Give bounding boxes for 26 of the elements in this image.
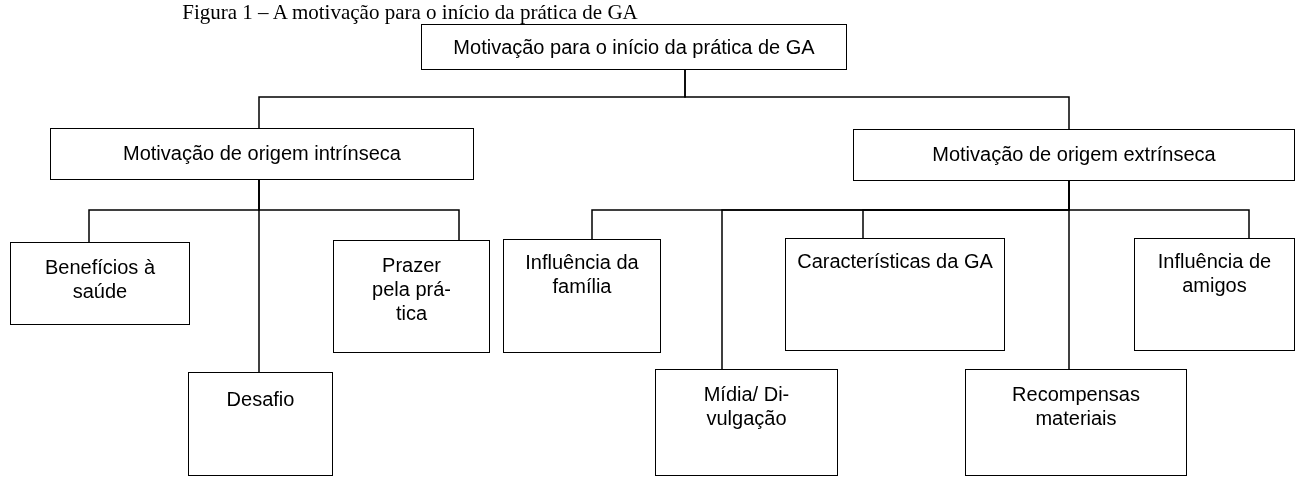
- category-label: Motivação para o início da prática de GA: [452, 35, 816, 59]
- category-label: Mídia/ Di- vulgação: [702, 382, 791, 430]
- category-box: [188, 372, 333, 476]
- figure-title: Figura 1 – A motivação para o início da prática de GA: [181, 0, 639, 24]
- category-label: Benefícios à saúde: [43, 255, 157, 303]
- category-label: Recompensas materiais: [1011, 382, 1141, 430]
- category-label: Desafio: [225, 387, 296, 411]
- category-box: [853, 129, 1295, 181]
- category-box: [333, 240, 490, 353]
- category-box: [50, 128, 474, 180]
- category-box: [10, 242, 190, 325]
- connector-line: [684, 69, 1070, 130]
- category-box: [421, 24, 847, 70]
- category-box: [503, 239, 661, 353]
- category-label: Influência de amigos: [1156, 249, 1273, 297]
- category-box: [1134, 238, 1295, 351]
- connector-line: [258, 179, 460, 241]
- category-box: [785, 238, 1005, 351]
- category-label: Prazer pela prá- tica: [371, 253, 452, 325]
- category-label: Características da GA: [796, 249, 994, 273]
- connector-line: [1068, 180, 1250, 239]
- category-label: Motivação de origem extrínseca: [931, 142, 1217, 166]
- category-box: [655, 369, 838, 476]
- category-label: Motivação de origem intrínseca: [122, 141, 402, 165]
- category-box: [965, 369, 1187, 476]
- category-label: Influência da família: [524, 250, 640, 298]
